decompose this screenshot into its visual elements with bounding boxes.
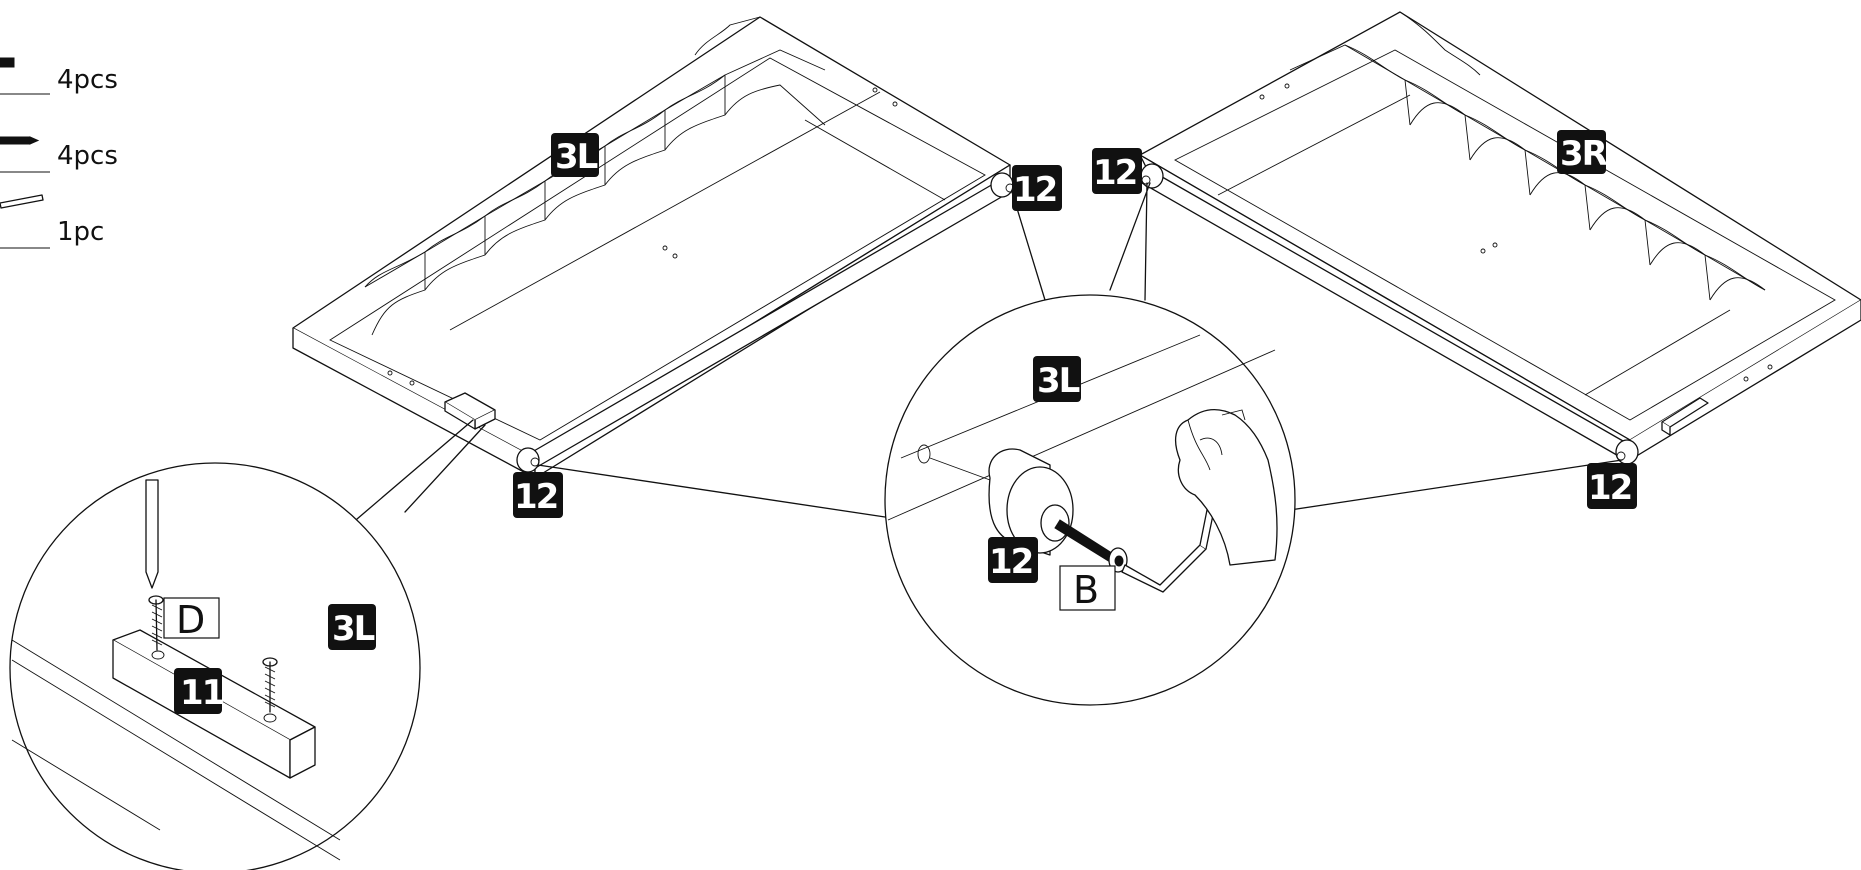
label-detail-center-3l: 3L xyxy=(1033,356,1082,402)
svg-text:12: 12 xyxy=(514,477,557,517)
parts-qty-2: 4pcs xyxy=(57,141,118,171)
leg-cylinder-icon xyxy=(988,448,1074,556)
screw-icon xyxy=(0,136,40,145)
svg-text:3L: 3L xyxy=(332,609,375,649)
callout-left xyxy=(9,419,486,870)
callout-center xyxy=(537,182,1623,706)
label-panel-3r: 3R xyxy=(1557,130,1610,174)
label-leg-12-left-back: 12 xyxy=(1012,165,1062,211)
label-detail-left-3l: 3L xyxy=(328,604,377,650)
svg-text:D: D xyxy=(176,598,205,642)
screw-icon xyxy=(148,595,165,660)
svg-text:3L: 3L xyxy=(555,137,598,177)
bolt-icon xyxy=(1054,519,1128,573)
parts-qty-3: 1pc xyxy=(57,217,104,247)
svg-text:12: 12 xyxy=(989,542,1032,582)
bolt-icon xyxy=(0,57,15,68)
svg-text:11: 11 xyxy=(180,673,224,713)
svg-text:12: 12 xyxy=(1588,468,1631,508)
label-leg-12-right-front: 12 xyxy=(1587,463,1637,509)
label-leg-12-right-back: 12 xyxy=(1092,148,1142,194)
label-block-11: 11 xyxy=(174,668,226,714)
parts-qty-1: 4pcs xyxy=(57,65,118,95)
screwdriver-icon xyxy=(145,479,159,589)
leg-rail-left xyxy=(516,172,1015,473)
hand-icon xyxy=(1174,408,1278,566)
svg-text:B: B xyxy=(1073,568,1099,612)
svg-text:12: 12 xyxy=(1093,153,1136,193)
allen-key-icon xyxy=(0,194,44,209)
label-panel-3l: 3L xyxy=(551,133,600,177)
parts-list: 4pcs 4pcs 1pc xyxy=(0,57,118,249)
svg-text:3R: 3R xyxy=(1560,134,1608,174)
label-part-b: B xyxy=(1059,565,1116,612)
svg-text:12: 12 xyxy=(1013,170,1056,210)
cushion-row-left xyxy=(364,16,826,336)
svg-text:3L: 3L xyxy=(1037,361,1080,401)
screw-icon xyxy=(262,657,278,723)
label-detail-center-12: 12 xyxy=(988,537,1038,583)
label-leg-12-left-front: 12 xyxy=(513,472,563,518)
leg-rail-right xyxy=(1140,163,1639,465)
label-part-d: D xyxy=(163,597,220,642)
cushion-row-right xyxy=(1289,11,1766,301)
